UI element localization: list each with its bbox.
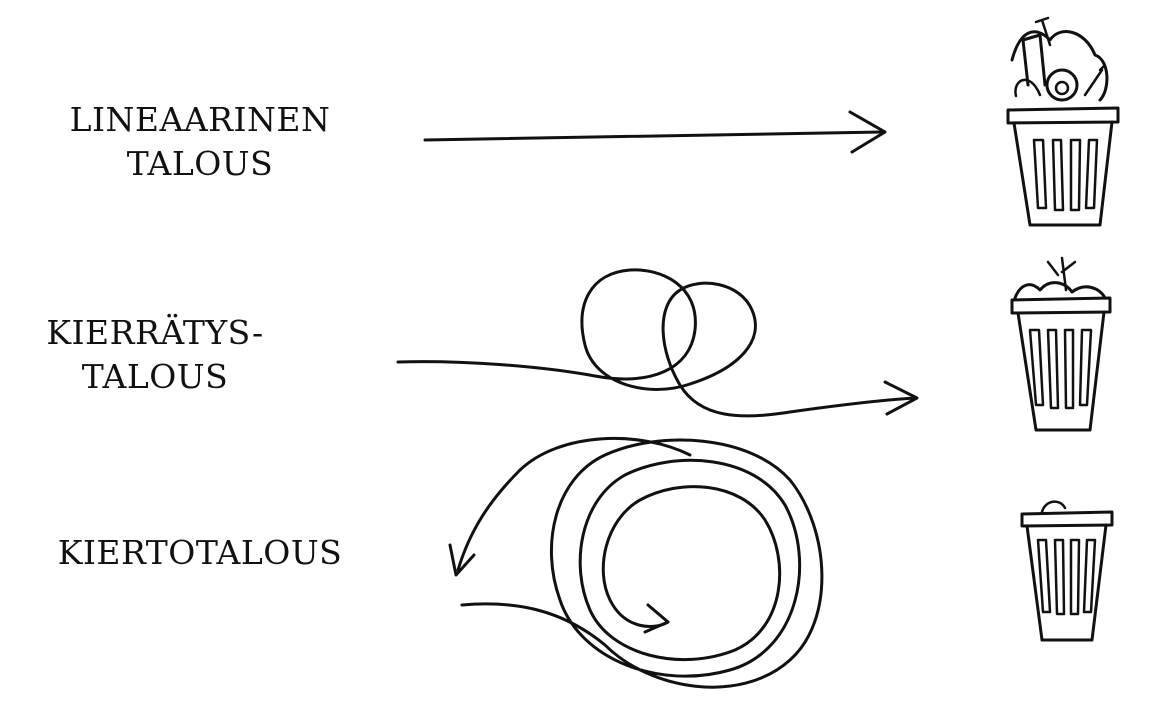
nearly-empty-trash-bin-icon (1022, 502, 1112, 640)
spiral-loop-arrow-icon (450, 438, 822, 687)
overflowing-trash-bin-icon (1008, 18, 1118, 225)
double-loop-arrow-icon (398, 270, 917, 416)
half-full-trash-bin-icon (1012, 258, 1110, 430)
straight-arrow-icon (425, 112, 885, 152)
